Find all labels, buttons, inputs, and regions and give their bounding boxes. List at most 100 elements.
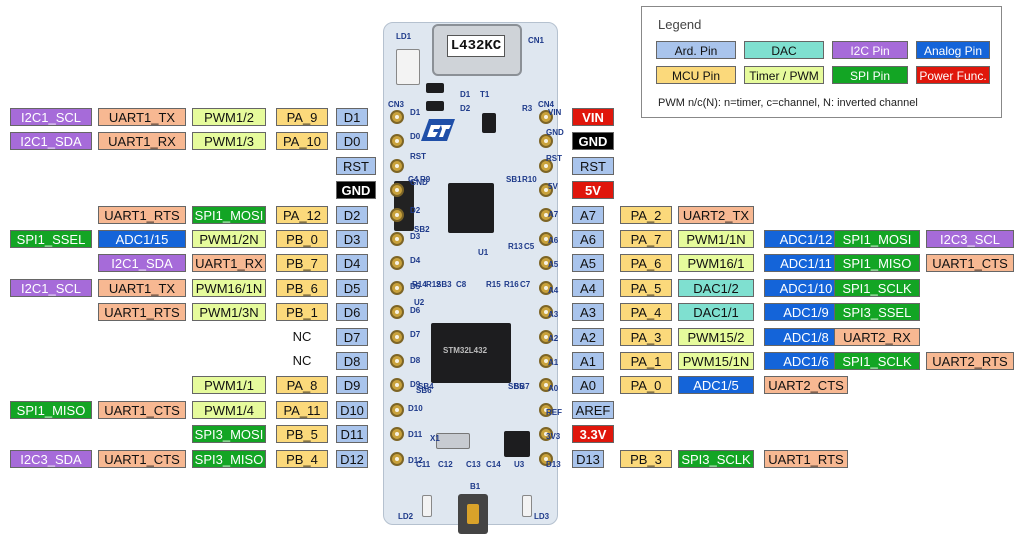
silk-label: LD3 [534, 512, 550, 521]
right-pin-label: AREF [572, 400, 614, 419]
right-pin-label: DAC1/1 [678, 303, 754, 322]
left-pin-label: SPI3_MOSI [192, 425, 266, 444]
right-pin-label: I2C3_SCL [926, 230, 1014, 248]
silk-label: C4 [408, 175, 419, 184]
left-pin-label: SPI3_MISO [192, 449, 266, 468]
silk-label: SB7 [514, 382, 530, 391]
header-pin-hole [390, 134, 404, 149]
left-pin-label: UART1_CTS [98, 449, 186, 468]
header-pin-hole [390, 354, 404, 368]
header-pin-hole [539, 329, 553, 344]
right-pin-label: A5 [572, 254, 604, 273]
silk-label: RST [410, 152, 426, 161]
header-pin-hole [390, 329, 404, 344]
right-pin-label: PA_2 [620, 205, 672, 224]
left-pin-label: UART1_RX [192, 254, 266, 273]
silk-label: A3 [548, 310, 559, 319]
right-pin-label: 5V [572, 181, 614, 200]
left-pin-label: PWM1/3N [192, 303, 266, 322]
left-pin-label: GND [336, 181, 376, 200]
silk-label: RST [546, 154, 562, 163]
legend-note: PWM n/c(N): n=timer, c=channel, N: inver… [658, 97, 918, 109]
left-pin-label: PWM1/3 [192, 132, 266, 151]
right-pin-label: 3.3V [572, 425, 614, 444]
header-pin-hole [390, 110, 404, 124]
right-pin-label: A3 [572, 303, 604, 322]
left-pin-label: D4 [336, 254, 368, 273]
nucleo-board [383, 22, 558, 525]
led-ld2 [422, 495, 432, 517]
silk-label: D7 [410, 330, 421, 339]
left-pin-label: UART1_RTS [98, 303, 186, 322]
silk-label: 3V3 [546, 432, 561, 441]
header-pin-hole [539, 427, 553, 442]
transistor-t1 [482, 113, 496, 133]
legend-swatch-ard: Ard. Pin [656, 41, 736, 59]
silk-label: X1 [430, 434, 440, 443]
legend-swatch-power: Power Func. [916, 66, 990, 84]
legend-swatch-timer: Timer / PWM [744, 66, 824, 84]
left-pin-label: D6 [336, 303, 368, 322]
header-pin-hole [390, 402, 404, 417]
reset-button-b1[interactable] [458, 494, 488, 534]
left-pin-label: PB_5 [276, 425, 328, 444]
silk-label: SB5 [508, 382, 524, 391]
header-pin-hole [539, 280, 553, 295]
right-pin-label: PA_1 [620, 352, 672, 370]
silk-label: D8 [410, 356, 421, 365]
header-pin-hole [539, 354, 553, 368]
left-pin-label: D0 [336, 132, 368, 151]
silk-label: A6 [548, 236, 559, 245]
silk-label: LD2 [398, 512, 414, 521]
header-pin-hole [539, 110, 553, 124]
left-pin-label: D12 [336, 449, 368, 468]
right-pin-label: D13 [572, 449, 604, 468]
left-pin-label: SPI1_MOSI [192, 205, 266, 224]
right-pin-label: UART2_RX [834, 327, 920, 346]
header-pin-hole [390, 378, 404, 393]
left-pin-label: D7 [336, 327, 368, 346]
right-pin-label: UART2_RTS [926, 352, 1014, 370]
right-pin-label: PA_4 [620, 303, 672, 322]
left-pin-label: I2C1_SCL [10, 278, 92, 297]
silk-label: D2 [410, 206, 421, 215]
header-pin-hole [390, 305, 404, 320]
silk-label: SB6 [416, 386, 432, 395]
chip-u3 [504, 431, 530, 457]
right-pin-label: GND [572, 132, 614, 151]
silk-label: SB3 [436, 280, 452, 289]
header-pin-hole [539, 158, 553, 173]
right-pin-label: A6 [572, 230, 604, 248]
silk-label: D5 [410, 282, 421, 291]
left-pin-label: I2C3_SDA [10, 449, 92, 468]
right-pin-label: PA_0 [620, 376, 672, 395]
right-pin-label: SPI1_SCLK [834, 278, 920, 297]
legend-swatch-mcu: MCU Pin [656, 66, 736, 84]
header-pin-hole [539, 305, 553, 320]
header-pin-hole [390, 280, 404, 295]
left-pin-label: I2C1_SDA [98, 254, 186, 273]
right-pin-label: UART1_RTS [764, 449, 848, 468]
header-pin-hole [390, 256, 404, 271]
silk-label: CN3 [388, 100, 405, 109]
right-pin-label: ADC1/9 [764, 303, 848, 322]
silk-label: SB4 [418, 382, 434, 391]
right-pin-label: ADC1/12 [764, 230, 848, 248]
silk-label: C11 [416, 460, 431, 469]
silk-label: D13 [546, 460, 561, 469]
right-pin-label: PWM1/1N [678, 230, 754, 248]
legend-swatch-analog: Analog Pin [916, 41, 990, 59]
left-pin-label: PWM1/2N [192, 230, 266, 248]
silk-label: C7 [520, 280, 531, 289]
st-logo [421, 119, 455, 141]
silk-label: REF [546, 408, 562, 417]
right-pin-label: ADC1/11 [764, 254, 848, 273]
right-pin-label: A7 [572, 205, 604, 224]
right-pin-label: PB_3 [620, 449, 672, 468]
silk-label: C8 [456, 280, 467, 289]
led-ld3 [522, 495, 532, 517]
right-pin-label: PA_7 [620, 230, 672, 248]
left-pin-label: D5 [336, 278, 368, 297]
left-pin-label: PB_0 [276, 230, 328, 248]
